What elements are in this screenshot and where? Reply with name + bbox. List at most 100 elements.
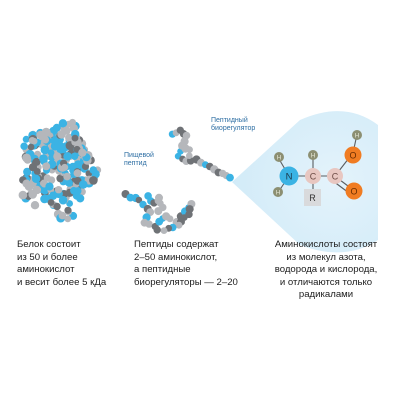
bioregulator-bead (226, 173, 234, 182)
protein-bead (69, 162, 77, 171)
carbon-label-alpha: C (310, 172, 317, 182)
protein-bead (58, 119, 68, 128)
protein-bead (66, 200, 73, 207)
protein-bead (28, 190, 37, 199)
food-peptide-label-line: Пищевой (124, 152, 154, 159)
radical-box (304, 189, 321, 206)
peptides-caption-line: биорегуляторы — 2–20 (134, 276, 238, 288)
hydrogen-label-hydroxyl: H (355, 134, 359, 140)
protein-bead (63, 152, 72, 161)
food-peptide-label-line: пептид (124, 160, 147, 168)
bioregulator-label-line: Пептидный (211, 117, 248, 124)
protein-bead (53, 202, 61, 211)
food-peptide-bead (159, 203, 167, 212)
protein-bead (57, 130, 66, 139)
protein-bead (63, 172, 71, 181)
protein-bead (28, 163, 38, 172)
oxygen-atom-hydroxyl (344, 146, 362, 164)
protein-bead (70, 152, 79, 160)
oxygen-atom-carbonyl (345, 182, 363, 200)
peptide-chains (121, 126, 234, 235)
amino-acids-caption-line: Аминокислоты состоят (274, 239, 378, 250)
protein-bead (39, 154, 48, 164)
protein-caption-line: из 50 и более (17, 251, 78, 263)
protein-bead (64, 206, 72, 214)
food-peptide-bead (166, 215, 174, 223)
nitrogen-atom (279, 166, 299, 186)
peptides-caption-line: а пептидные (134, 264, 191, 276)
peptides-caption-line: Пептиды содержат (134, 239, 219, 250)
protein-bead (30, 201, 40, 210)
protein-bead (22, 153, 31, 163)
protein-bead (27, 143, 35, 151)
hydrogen-atom-hydroxyl (352, 130, 362, 140)
food-peptide-label: Пищевой пептид (124, 152, 154, 168)
protein-bead (56, 175, 64, 183)
protein-bead (73, 169, 82, 178)
protein-bead (71, 134, 79, 142)
peptides-caption-line: 2–50 аминокислот, (134, 251, 218, 263)
food-peptide-bead (153, 226, 161, 234)
protein-bead (39, 185, 47, 194)
protein-bead (36, 130, 46, 140)
food-peptide-bead (175, 221, 183, 229)
food-peptide-bead (145, 220, 153, 228)
protein-bead (64, 215, 72, 223)
protein-bead (78, 148, 87, 157)
food-peptide-bead (155, 193, 163, 202)
amino-acids-caption: Аминокислоты состоят из молекул азота, в… (265, 239, 387, 302)
food-peptide-bead (135, 196, 143, 204)
protein-bead (31, 174, 41, 183)
nitrogen-label: N (286, 172, 293, 183)
hydrogen-label-n-top: H (277, 156, 281, 162)
carbon-atom-alpha (305, 168, 321, 184)
oxygen-label-hydroxyl: O (349, 151, 356, 161)
protein-bead (47, 199, 55, 206)
bioregulator-label-line: биорегулятор (211, 125, 256, 133)
protein-bead (70, 186, 78, 195)
protein-bead (54, 186, 63, 194)
protein-bead (53, 152, 62, 161)
protein-bead (30, 137, 38, 145)
protein-bead (89, 166, 98, 174)
peptides-caption: Пептиды содержат 2–50 аминокислот, а пеп… (134, 239, 238, 289)
protein-bead (42, 162, 51, 171)
protein-bead (20, 142, 28, 150)
protein-bead (40, 194, 49, 204)
hydrogen-atom-n-bottom (273, 187, 283, 197)
protein-bead (58, 211, 67, 220)
radical-label: R (309, 193, 316, 203)
bioregulator-bead (186, 146, 193, 154)
zoom-beam (232, 111, 378, 253)
protein-cluster (18, 118, 102, 223)
protein-caption-line: аминокислот (17, 264, 75, 276)
food-peptide-bead (160, 227, 168, 235)
protein-bead (89, 176, 98, 185)
hydrogen-atom-n-top (274, 152, 284, 162)
protein-bead (23, 167, 32, 176)
protein-bead (76, 194, 85, 203)
protein-bead (18, 190, 28, 200)
hydrogen-label-c-alpha: H (311, 154, 315, 160)
protein-bead (78, 180, 88, 189)
protein-bead (52, 123, 61, 132)
bioregulator-label: Пептидный биорегулятор (211, 117, 255, 133)
protein-bead (45, 182, 54, 191)
amino-acids-caption-line: водорода и кислорода, (274, 264, 378, 276)
bioregulator-bead (186, 152, 193, 159)
protein-bead (47, 176, 56, 184)
amino-acids-caption-line: из молекул азота, (286, 251, 366, 263)
protein-bead (22, 135, 30, 143)
protein-bead (22, 179, 31, 188)
oxygen-label-carbonyl: O (350, 187, 357, 197)
hydrogen-label-n-bottom: H (276, 191, 280, 197)
protein-caption-line: и весит более 5 кДа (17, 276, 107, 288)
carbon-atom-carboxyl (327, 168, 343, 184)
protein-caption: Белок состоит из 50 и более аминокислот … (17, 239, 106, 289)
amino-acids-caption-line: и отличаются только (279, 276, 373, 288)
amino-acid-molecule: R N C C O O H H H H (273, 130, 363, 206)
protein-bead (40, 145, 50, 155)
amino-acids-caption-line: радикалами (298, 289, 354, 301)
protein-bead (61, 163, 69, 171)
